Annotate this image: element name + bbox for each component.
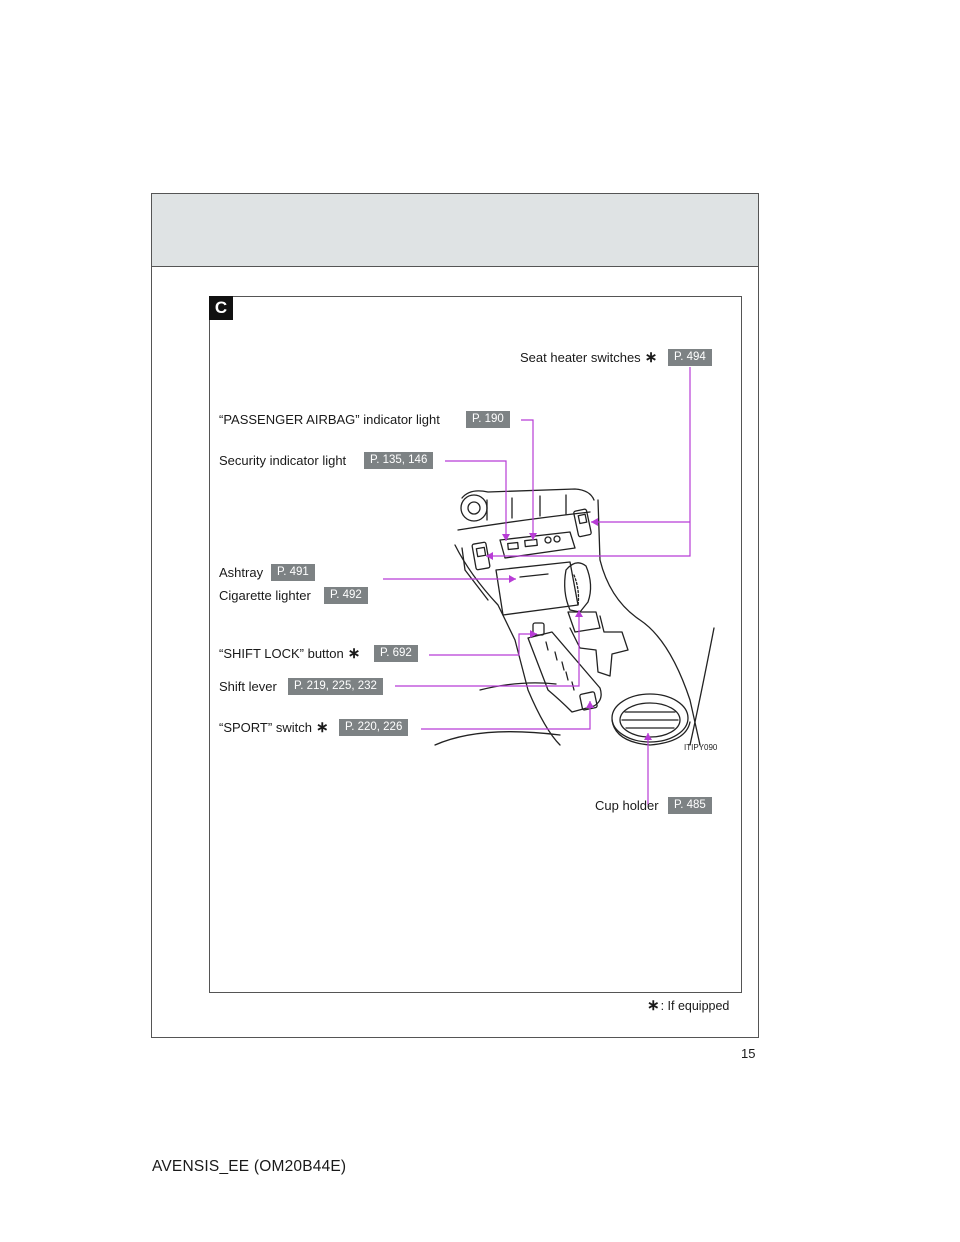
label-sport-switch: “SPORT” switch∗ [219, 719, 329, 737]
pageref-seat-heater[interactable]: P. 494 [668, 349, 712, 366]
label-text: “SHIFT LOCK” button [219, 646, 344, 661]
pageref-passenger-airbag[interactable]: P. 190 [466, 411, 510, 428]
footnote-text: : If equipped [660, 999, 730, 1013]
equipped-mark: ∗ [644, 349, 658, 366]
label-shift-lock: “SHIFT LOCK” button∗ [219, 645, 360, 663]
pageref-security-indicator[interactable]: P. 135, 146 [364, 452, 434, 469]
label-text: Seat heater switches [520, 350, 641, 365]
pageref-sport-switch[interactable]: P. 220, 226 [339, 719, 409, 736]
header-band [152, 194, 758, 267]
illustration-panel [209, 296, 742, 993]
label-shift-lever: Shift lever [219, 679, 277, 694]
label-security-indicator: Security indicator light [219, 453, 347, 468]
page-frame [151, 193, 759, 1038]
pageref-shift-lock[interactable]: P. 692 [374, 645, 418, 662]
label-passenger-airbag: “PASSENGER AIRBAG” indicator light [219, 412, 440, 427]
footnote-mark: ∗ [647, 997, 660, 1014]
equipped-mark: ∗ [315, 719, 329, 736]
pageref-cup-holder[interactable]: P. 485 [668, 797, 712, 814]
pageref-cigarette-lighter[interactable]: P. 492 [324, 587, 368, 604]
label-seat-heater: Seat heater switches∗ [520, 349, 657, 367]
pageref-shift-lever[interactable]: P. 219, 225, 232 [288, 678, 383, 695]
equipped-mark: ∗ [347, 645, 361, 662]
label-text: “SPORT” switch [219, 720, 312, 735]
document-footer: AVENSIS_EE (OM20B44E) [152, 1158, 347, 1175]
image-code: ITIPY090 [684, 743, 718, 752]
section-tag: C [209, 296, 233, 320]
label-ashtray: Ashtray [219, 565, 264, 580]
footnote: ∗: If equipped [647, 996, 729, 1014]
page-number: 15 [741, 1046, 756, 1061]
label-cigarette-lighter: Cigarette lighter [219, 588, 311, 603]
pageref-ashtray[interactable]: P. 491 [271, 564, 315, 581]
label-cup-holder: Cup holder [595, 798, 659, 813]
